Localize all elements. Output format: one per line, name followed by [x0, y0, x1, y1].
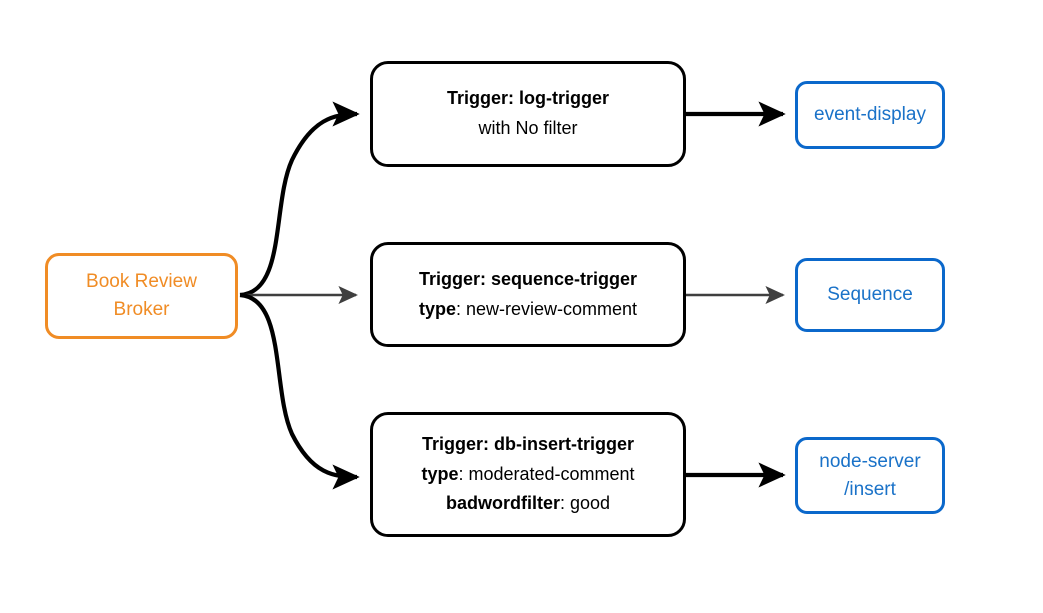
broker-label-line-1: Book Review: [86, 270, 197, 292]
trigger-sequence-line-2-bold: type: [418, 298, 456, 319]
trigger-db-line-2-normal: : moderated-comment: [458, 463, 635, 484]
node-trigger-sequence-trigger[interactable]: Trigger: sequence-trigger type: new-revi…: [370, 242, 686, 347]
trigger-log-line-2-normal: with No filter: [478, 118, 578, 138]
node-target-sequence[interactable]: Sequence: [795, 258, 945, 332]
node-trigger-log-trigger[interactable]: Trigger: log-trigger with No filter: [370, 61, 686, 167]
edge-broker-to-log-trigger: [239, 101, 360, 298]
broker-label-line-2: Broker: [113, 299, 170, 320]
trigger-sequence-line-1-bold: Trigger: sequence-trigger: [418, 268, 638, 289]
trigger-db-line-3-normal: : good: [559, 493, 611, 514]
trigger-log-line-2: with No filter: [478, 114, 577, 144]
target-node-server-label-line-1: node-server: [819, 450, 921, 472]
trigger-db-line-3: badwordfilter: good: [446, 489, 610, 519]
target-event-display-label: event-display: [814, 104, 926, 126]
node-target-node-server-insert[interactable]: node-server /insert: [795, 437, 945, 514]
trigger-sequence-line-2: type: new-review-comment: [419, 295, 637, 325]
trigger-db-line-2: type: moderated-comment: [421, 460, 634, 490]
trigger-log-line-1-bold: Trigger: log-trigger: [447, 88, 609, 109]
trigger-db-line-2-bold: type: [421, 463, 459, 484]
target-node-server-label-line-2: /insert: [844, 478, 896, 500]
trigger-db-line-1: Trigger: db-insert-trigger: [422, 430, 634, 460]
trigger-sequence-line-2-normal: : new-review-comment: [455, 298, 638, 319]
trigger-db-line-1-bold: Trigger: db-insert-trigger: [421, 433, 634, 454]
node-book-review-broker[interactable]: Book Review Broker: [45, 253, 238, 339]
node-trigger-db-insert-trigger[interactable]: Trigger: db-insert-trigger type: moderat…: [370, 412, 686, 537]
edge-broker-to-db-insert-trigger: [239, 292, 360, 490]
trigger-log-line-1: Trigger: log-trigger: [447, 84, 609, 114]
trigger-sequence-line-1: Trigger: sequence-trigger: [419, 265, 637, 295]
trigger-db-line-3-bold: badwordfilter: [445, 493, 560, 514]
target-sequence-label: Sequence: [827, 284, 913, 306]
node-target-event-display[interactable]: event-display: [795, 81, 945, 149]
